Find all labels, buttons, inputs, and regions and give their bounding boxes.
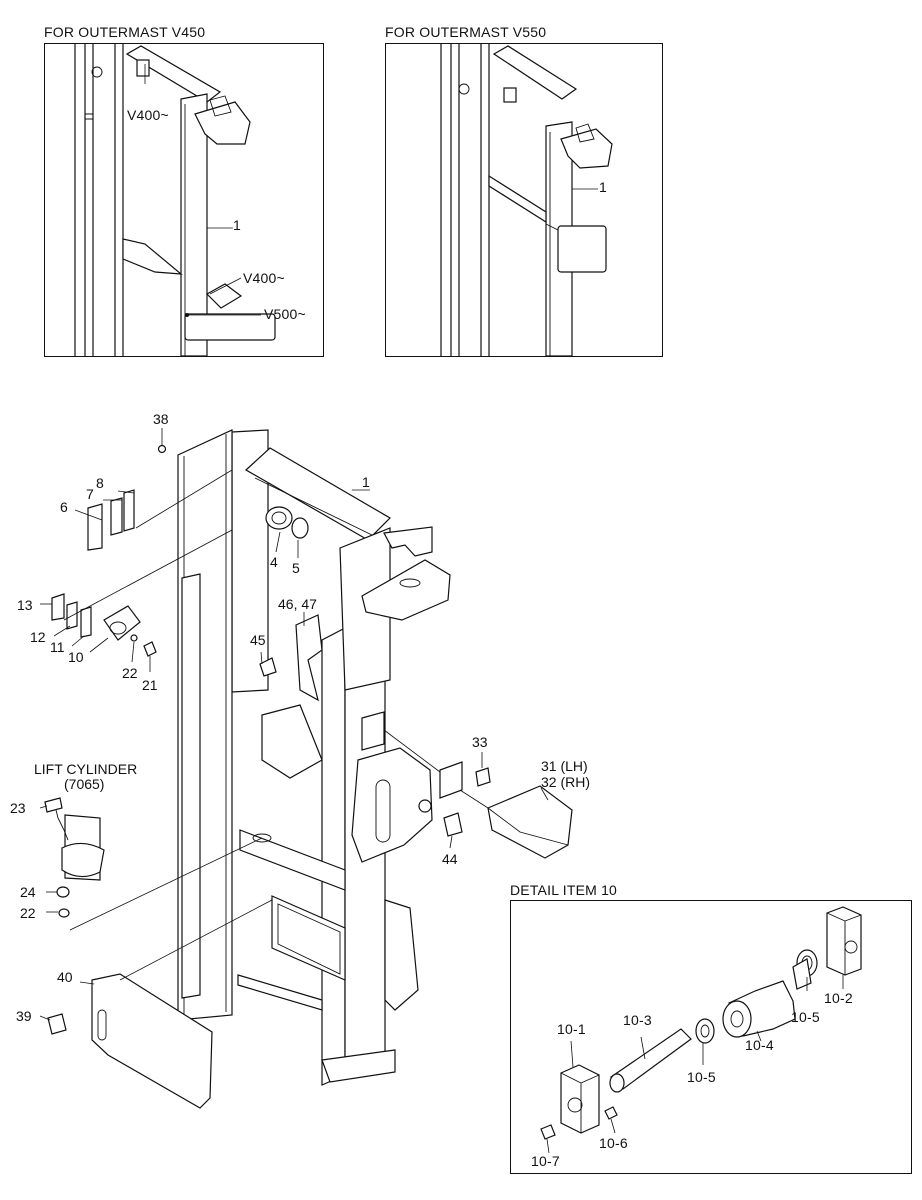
callout-31-lh: 31 (LH) [541,758,588,774]
callout-13: 13 [17,597,33,613]
callout-22-upper: 22 [122,665,138,681]
callout-24: 24 [20,884,36,900]
upright-foot [321,1049,396,1083]
inset-v550-drawing [440,44,613,356]
plate-11 [80,606,92,638]
detail-block-10-1 [560,1064,600,1134]
plate-46-47 [295,614,323,702]
ring-5 [291,517,309,539]
mount-bracket [439,761,463,799]
detail-screw-10-6 [604,1106,618,1120]
right-upright-side [321,627,346,1086]
leader-lines [39,428,549,1021]
label-v400-bottom: V400~ [243,270,285,286]
label-part-1-v550: 1 [599,179,607,195]
roller-housing [351,747,433,863]
detail-label-10-1: 10-1 [557,1021,586,1037]
callout-6: 6 [60,499,68,515]
callout-12: 12 [30,629,46,645]
callout-39: 39 [16,1008,32,1024]
top-cross-member [244,447,391,541]
callout-40: 40 [57,969,73,985]
cover-plate-40 [91,973,213,1109]
label-v500: V500~ [264,306,306,322]
bushing-44 [443,812,463,837]
callout-1: 1 [362,474,370,490]
callout-21: 21 [142,677,158,693]
callout-10: 10 [68,649,84,665]
detail-drawing [540,906,862,1154]
washer-22 [58,908,70,918]
tilt-bracket-ear [361,559,451,621]
tilt-bracket-top [383,526,433,557]
detail-label-10-3: 10-3 [623,1012,652,1028]
inset-v450-title: FOR OUTERMAST V450 [44,24,206,40]
callout-45: 45 [250,632,266,648]
plate-13 [51,593,65,621]
callout-33: 33 [472,734,488,750]
lift-cylinder-code: (7065) [64,776,104,792]
callout-44: 44 [442,851,458,867]
bolt-45 [259,657,277,677]
middle-cross-member [261,704,323,779]
detail-label-10-5-upper: 10-5 [791,1009,820,1025]
callout-11: 11 [50,639,65,655]
mast-pad [487,785,573,859]
detail-label-10-4: 10-4 [745,1037,774,1053]
callout-5: 5 [292,560,300,576]
inset-v550-title: FOR OUTERMAST V550 [385,24,547,40]
inset-v550-frame: 1 [385,43,663,357]
detail-washer-10-5-lower [695,1018,715,1044]
lift-cylinder-title: LIFT CYLINDER [34,761,137,777]
bearing-4 [265,506,293,530]
callout-23: 23 [10,800,26,816]
bottom-cross-member [239,829,346,891]
detail-label-10-2: 10-2 [824,990,853,1006]
callout-46-47: 46, 47 [278,596,317,612]
inset-v450-drawing [74,44,276,356]
callout-32-rh: 32 (RH) [541,774,590,790]
label-part-1-v450: 1 [233,217,241,233]
detail-label-10-6: 10-6 [599,1135,628,1151]
label-v400-top: V400~ [127,107,169,123]
detail-frame: 10-2 10-5 10-4 10-3 10-1 10-5 10-6 10-7 [510,900,912,1174]
washer-24 [56,886,70,898]
callout-8: 8 [96,475,104,491]
callout-4: 4 [270,554,278,570]
callout-38: 38 [153,411,169,427]
plate-6 [87,503,103,551]
callout-7: 7 [86,486,94,502]
plate-7 [110,497,123,536]
detail-screw-10-7 [540,1124,556,1140]
detail-label-10-5-lower: 10-5 [687,1069,716,1085]
plate-8 [123,489,135,532]
inset-v450-frame: V400~ 1 V400~ V500~ [44,43,324,357]
callout-22-lower: 22 [20,905,36,921]
detail-block-10-2 [826,906,862,976]
bolt-38 [157,444,167,454]
detail-title: DETAIL ITEM 10 [510,882,618,898]
bolt-33 [475,767,491,787]
bolt-39 [47,1013,67,1035]
detail-label-10-7: 10-7 [531,1153,560,1169]
bolt-23 [44,797,63,813]
